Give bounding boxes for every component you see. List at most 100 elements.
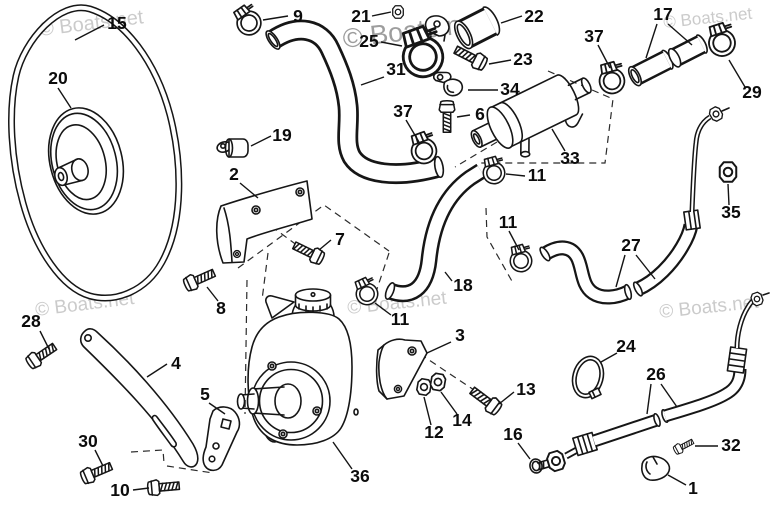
part-nut-35 xyxy=(718,161,738,183)
callout-8: 8 xyxy=(206,286,226,318)
part-pulley xyxy=(47,107,125,215)
callout-29: 29 xyxy=(728,59,762,102)
part-hose-clamp-11a xyxy=(478,154,509,187)
callout-label: 6 xyxy=(475,104,485,124)
callout-28: 28 xyxy=(21,311,50,350)
part-sleeve-22 xyxy=(453,6,501,50)
callout-label: 17 xyxy=(653,4,672,24)
callout-label: 13 xyxy=(516,379,536,399)
callout-37-left: 37 xyxy=(393,101,420,143)
callout-label: 26 xyxy=(646,364,666,384)
callout-label: 11 xyxy=(528,165,547,185)
callout-label: 10 xyxy=(110,480,130,500)
part-nut-14 xyxy=(428,371,448,393)
callout-6: 6 xyxy=(456,104,485,124)
callout-37-right: 37 xyxy=(584,26,611,69)
callout-2: 2 xyxy=(229,164,259,199)
part-drive-belt xyxy=(8,4,183,302)
callout-label: 23 xyxy=(513,49,533,69)
callout-31: 31 xyxy=(360,59,406,86)
part-clip-1 xyxy=(641,455,671,481)
callout-3: 3 xyxy=(426,325,465,354)
part-nut-21 xyxy=(392,5,404,19)
part-bracket-34 xyxy=(432,71,464,97)
part-tube-17a xyxy=(627,49,674,87)
callout-17: 17 xyxy=(645,4,693,59)
callout-label: 19 xyxy=(272,125,292,145)
callout-label: 37 xyxy=(584,26,603,46)
callout-label: 12 xyxy=(424,422,444,442)
callout-layer: 15 20 9 21 25 31 22 23 xyxy=(21,4,762,500)
part-bolt-13 xyxy=(466,383,505,418)
part-hose-assembly-26 xyxy=(536,290,770,474)
callout-label: 11 xyxy=(499,212,518,232)
callout-label: 16 xyxy=(503,424,523,444)
part-bolt-6 xyxy=(438,99,456,133)
callout-19: 19 xyxy=(250,125,292,147)
callout-label: 35 xyxy=(721,202,741,222)
part-bolt-28 xyxy=(23,339,60,372)
callout-14: 14 xyxy=(440,391,472,430)
callout-10: 10 xyxy=(110,480,150,500)
part-hose-clamp-11b xyxy=(505,242,536,275)
part-screw-32 xyxy=(671,436,696,456)
callout-18: 18 xyxy=(444,271,473,295)
part-clamp-24 xyxy=(571,355,605,400)
callout-9: 9 xyxy=(262,6,303,26)
callout-label: 14 xyxy=(452,410,472,430)
callout-13: 13 xyxy=(498,379,536,405)
callout-label: 4 xyxy=(171,353,181,373)
callout-label: 28 xyxy=(21,311,41,331)
part-bolt-30 xyxy=(78,458,115,487)
callout-label: 9 xyxy=(293,6,303,26)
callout-label: 18 xyxy=(453,275,473,295)
callout-label: 36 xyxy=(350,466,370,486)
callout-label: 21 xyxy=(351,6,371,26)
part-pump-36 xyxy=(236,288,359,446)
part-hose-27 xyxy=(539,104,730,305)
callout-label: 8 xyxy=(216,298,226,318)
callout-24: 24 xyxy=(600,336,636,363)
callout-label: 7 xyxy=(335,229,345,249)
callout-12: 12 xyxy=(423,396,444,442)
callout-1: 1 xyxy=(667,474,698,498)
callout-4: 4 xyxy=(146,353,181,378)
callout-20: 20 xyxy=(48,68,72,109)
callout-11a: 11 xyxy=(505,165,547,185)
callout-25: 25 xyxy=(359,31,403,51)
part-bracket-3 xyxy=(375,338,428,400)
part-clamp-19 xyxy=(216,138,249,158)
part-hose-clamp-9 xyxy=(228,0,267,41)
callout-36: 36 xyxy=(332,441,370,486)
callout-label: 31 xyxy=(386,59,406,79)
callout-label: 25 xyxy=(359,31,379,51)
callout-34: 34 xyxy=(468,79,520,99)
part-bracket-2 xyxy=(215,180,313,264)
callout-15: 15 xyxy=(74,13,127,41)
callout-label: 20 xyxy=(48,68,68,88)
part-bolt-8 xyxy=(181,264,218,294)
part-clamp-25-hanger xyxy=(393,15,451,84)
callout-label: 22 xyxy=(524,6,544,26)
callout-21: 21 xyxy=(351,6,392,26)
callout-5: 5 xyxy=(200,384,226,415)
callout-27: 27 xyxy=(615,235,656,288)
part-hose-31 xyxy=(265,19,445,185)
part-hose-18 xyxy=(384,163,486,303)
part-bolt-10 xyxy=(146,477,181,497)
callout-label: 24 xyxy=(616,336,636,356)
callout-label: 32 xyxy=(721,435,741,455)
callout-label: 3 xyxy=(455,325,465,345)
part-strap-4 xyxy=(79,328,199,468)
callout-label: 15 xyxy=(107,13,127,33)
callout-33: 33 xyxy=(551,128,580,168)
callout-30: 30 xyxy=(78,431,104,467)
callout-label: 5 xyxy=(200,384,210,404)
watermark: © Boats.net xyxy=(662,4,753,32)
callout-32: 32 xyxy=(695,435,741,455)
callout-label: 1 xyxy=(688,478,698,498)
callout-label: 30 xyxy=(78,431,98,451)
part-oring-16 xyxy=(529,458,543,474)
